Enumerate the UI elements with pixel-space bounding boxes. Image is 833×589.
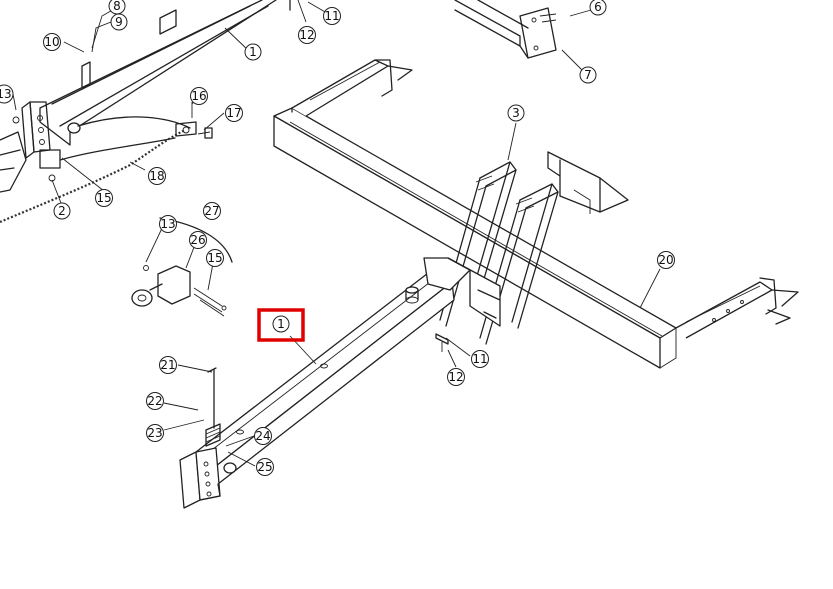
callout-15-mid: 15 [206, 249, 224, 267]
callout-1-main: 1 [272, 315, 290, 333]
callout-23: 23 [146, 424, 164, 442]
svg-text:2: 2 [58, 204, 66, 218]
svg-text:7: 7 [584, 68, 592, 82]
svg-text:17: 17 [226, 106, 241, 120]
callout-13-left: 13 [0, 84, 14, 104]
coupler-exploded-drawing [131, 217, 233, 317]
callout-13-mid: 13 [159, 215, 177, 233]
callout-20: 20 [657, 251, 675, 269]
svg-text:16: 16 [191, 89, 206, 103]
svg-text:9: 9 [115, 15, 123, 29]
callout-16: 16 [190, 87, 208, 105]
callout-15-top: 15 [95, 189, 113, 207]
main-frame-drawing [273, 59, 799, 369]
callout-12-main: 12 [447, 368, 465, 386]
svg-text:11: 11 [324, 9, 339, 23]
svg-text:12: 12 [448, 370, 463, 384]
callout-26: 26 [189, 231, 207, 249]
callout-18: 18 [148, 167, 166, 185]
svg-text:11: 11 [472, 352, 487, 366]
callout-11-top: 11 [323, 7, 341, 25]
callout-8: 8 [108, 0, 126, 15]
main-tongue-drawing [179, 257, 501, 509]
callout-10: 10 [43, 33, 61, 51]
svg-text:13: 13 [160, 217, 175, 231]
svg-text:15: 15 [96, 191, 111, 205]
callout-24: 24 [254, 427, 272, 445]
svg-text:18: 18 [149, 169, 164, 183]
svg-text:15: 15 [207, 251, 222, 265]
svg-text:21: 21 [160, 358, 175, 372]
svg-text:1: 1 [277, 317, 285, 331]
svg-text:10: 10 [44, 35, 59, 49]
svg-text:26: 26 [190, 233, 205, 247]
svg-text:13: 13 [0, 87, 12, 101]
callout-17: 17 [225, 104, 243, 122]
svg-text:6: 6 [594, 0, 602, 14]
callout-11-main: 11 [471, 350, 489, 368]
callout-22: 22 [146, 392, 164, 410]
svg-text:22: 22 [147, 394, 162, 408]
upper-tongue-drawing [0, 0, 291, 224]
callout-7: 7 [579, 66, 597, 84]
svg-text:3: 3 [512, 106, 520, 120]
callout-25: 25 [256, 458, 274, 476]
callout-2: 2 [53, 202, 71, 220]
upper-right-bracket-drawing [454, 0, 557, 59]
callout-3: 3 [507, 104, 525, 122]
callout-21: 21 [159, 356, 177, 374]
highlight-box [257, 308, 305, 342]
leader-lines [12, 0, 661, 467]
svg-text:1: 1 [249, 45, 257, 59]
svg-text:27: 27 [204, 204, 219, 218]
callout-27: 27 [203, 202, 221, 220]
svg-text:20: 20 [658, 253, 673, 267]
svg-text:25: 25 [257, 460, 272, 474]
svg-text:23: 23 [147, 426, 162, 440]
callout-6: 6 [589, 0, 607, 16]
callout-12-top: 12 [298, 26, 316, 44]
callout-9: 9 [110, 13, 128, 31]
svg-text:12: 12 [299, 28, 314, 42]
svg-text:24: 24 [255, 429, 270, 443]
callout-1-top: 1 [244, 43, 262, 61]
svg-text:8: 8 [113, 0, 121, 13]
